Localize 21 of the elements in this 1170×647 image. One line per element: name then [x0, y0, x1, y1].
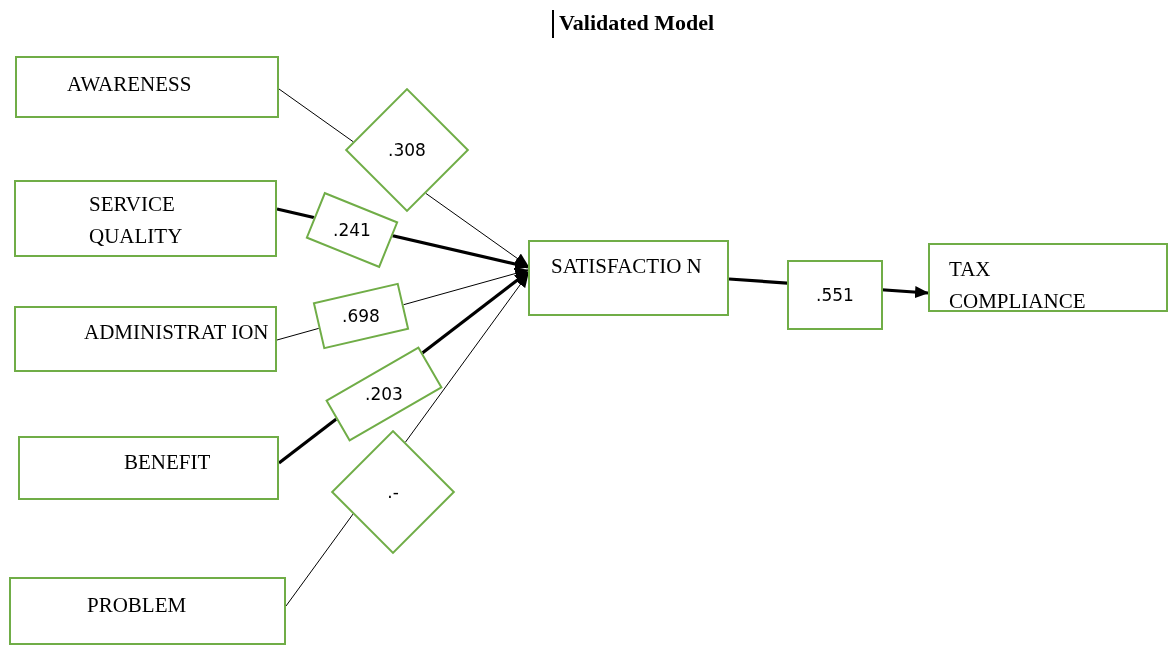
edge-label: .241 [333, 220, 371, 240]
box-label: BENEFIT [124, 449, 212, 476]
variable-box [14, 180, 277, 257]
edge-label: .551 [816, 285, 854, 305]
edge-label: .203 [365, 384, 403, 404]
box-label: PROBLEM [87, 592, 188, 619]
variable-box [528, 240, 729, 316]
box-label: TAX COMPLIANCE [949, 256, 1087, 315]
box-label: SATISFACTIO N [551, 253, 703, 280]
box-label: SERVICE QUALITY [89, 191, 184, 250]
variable-box [9, 577, 286, 645]
variable-box [928, 243, 1168, 312]
box-label: ADMINISTRAT ION [84, 319, 270, 346]
variable-box [15, 56, 279, 118]
variable-box [14, 306, 277, 372]
edge-label: .- [387, 482, 399, 502]
diagram-title: Validated Model [559, 9, 715, 37]
edge-label: .308 [388, 140, 426, 160]
box-label: AWARENESS [67, 71, 193, 98]
variable-box [18, 436, 279, 500]
edge-label: .698 [342, 306, 380, 326]
